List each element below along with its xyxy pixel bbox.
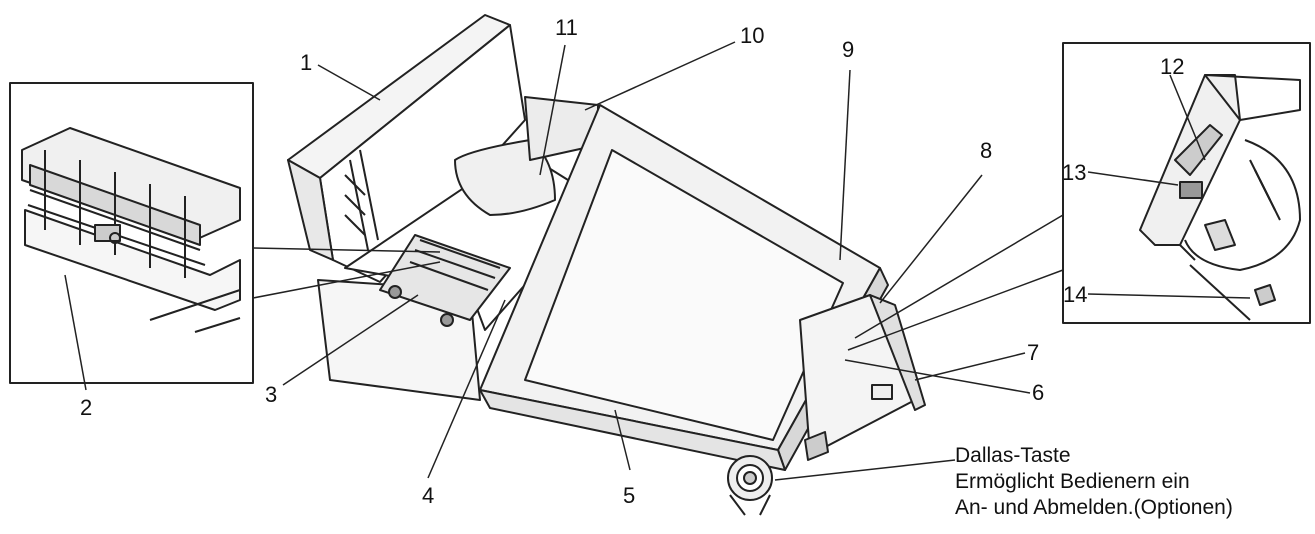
callout-2: 2 [80, 395, 92, 420]
callout-12: 12 [1160, 54, 1184, 79]
callout-8: 8 [980, 138, 992, 163]
callout-6: 6 [1032, 380, 1044, 405]
callout-3: 3 [265, 382, 277, 407]
printer-lid [287, 14, 526, 283]
dallas-key-caption: Dallas-Taste Ermöglicht Bedienern ein An… [955, 443, 1315, 521]
caption-line-2: Ermöglicht Bedienern ein [955, 470, 1190, 493]
callout-10: 10 [740, 23, 764, 48]
caption-title: Dallas-Taste [955, 444, 1071, 467]
inset-left [9, 82, 254, 384]
callout-1: 1 [300, 50, 312, 75]
callout-11: 11 [555, 15, 578, 40]
stand [799, 294, 926, 461]
callout-9: 9 [842, 37, 854, 62]
inset-right [1062, 42, 1311, 324]
callout-labels: 1 2 3 4 5 6 7 8 9 10 11 12 13 14 [80, 15, 1184, 508]
caption-line-3: An- und Abmelden.(Optionen) [955, 496, 1233, 519]
dallas-key [727, 455, 773, 516]
callout-14: 14 [1063, 282, 1087, 307]
callout-13: 13 [1062, 160, 1086, 185]
printer-base [317, 96, 601, 401]
callout-5: 5 [623, 483, 635, 508]
callout-7: 7 [1027, 340, 1039, 365]
leader-lines [64, 41, 1251, 481]
callout-4: 4 [422, 483, 434, 508]
